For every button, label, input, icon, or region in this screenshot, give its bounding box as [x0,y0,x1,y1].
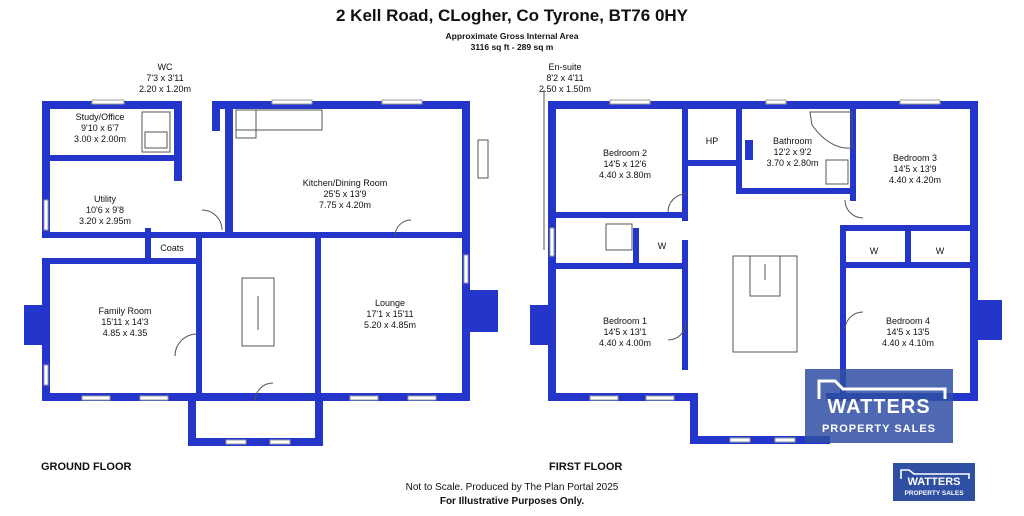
room-bedroom4: Bedroom 4 14'5 x 13'5 4.40 x 4.10m [868,316,948,349]
ground-floor-label: GROUND FLOOR [41,461,132,473]
bedroom1-metric: 4.40 x 4.00m [598,338,652,348]
study-metric: 3.00 x 2.00m [73,134,127,144]
room-study: Study/Office 9'10 x 6'7 3.00 x 2.00m [60,112,140,145]
logo-name-large: WATTERS [827,396,931,418]
bedroom1-imperial: 14'5 x 13'1 [603,327,647,337]
bedroom3-imperial: 14'5 x 13'9 [893,164,937,174]
ensuite-metric: 2.50 x 1.50m [538,84,592,94]
room-utility: Utility 10'6 x 9'8 3.20 x 2.95m [65,194,145,227]
room-kitchen: Kitchen/Dining Room 25'5 x 13'9 7.75 x 4… [280,178,410,211]
room-bedroom3: Bedroom 3 14'5 x 13'9 4.40 x 4.20m [875,153,955,186]
bedroom2-name: Bedroom 2 [602,148,648,158]
ensuite-imperial: 8'2 x 4'11 [546,73,584,83]
utility-metric: 3.20 x 2.95m [78,216,132,226]
study-name: Study/Office [75,112,125,122]
wc-name: WC [157,62,173,72]
page-title: 2 Kell Road, CLogher, Co Tyrone, BT76 0H… [335,6,689,25]
watters-logo-large: WATTERS PROPERTY SALES [805,369,953,443]
bedroom2-imperial: 14'5 x 12'6 [603,159,647,169]
family-name: Family Room [98,306,152,316]
bedroom3-name: Bedroom 3 [892,153,938,163]
first-floor-label: FIRST FLOOR [549,461,623,473]
roof-icon [817,379,947,399]
lounge-name: Lounge [374,298,406,308]
footer-disclaimer: For Illustrative Purposes Only. [439,496,585,507]
kitchen-name: Kitchen/Dining Room [302,178,388,188]
area-label: Approximate Gross Internal Area [445,31,579,41]
logo-name-small: WATTERS [907,476,961,488]
footer-note: Not to Scale. Produced by The Plan Porta… [405,482,619,493]
kitchen-metric: 7.75 x 4.20m [318,200,372,210]
area-value: 3116 sq ft - 289 sq m [470,42,554,52]
room-bedroom2: Bedroom 2 14'5 x 12'6 4.40 x 3.80m [585,148,665,181]
bathroom-metric: 3.70 x 2.80m [766,158,819,168]
utility-name: Utility [94,194,116,204]
wc-metric: 2.20 x 1.20m [138,84,192,94]
first-floor-plan [530,90,1002,444]
logo-tagline-small: PROPERTY SALES [904,490,964,497]
room-family: Family Room 15'11 x 14'3 4.85 x 4.35 [80,306,170,339]
wc-imperial: 7'3 x 3'11 [146,73,184,83]
bedroom4-imperial: 14'5 x 13'5 [886,327,930,337]
bathroom-imperial: 12'2 x 9'2 [773,147,812,157]
room-coats: Coats [160,243,184,253]
ground-floor-plan [24,99,498,446]
bedroom4-name: Bedroom 4 [885,316,931,326]
room-wc: WC 7'3 x 3'11 2.20 x 1.20m [130,62,200,95]
bedroom4-metric: 4.40 x 4.10m [881,338,935,348]
lounge-imperial: 17'1 x 15'11 [366,309,414,319]
ensuite-name: En-suite [548,62,582,72]
family-imperial: 15'11 x 14'3 [101,317,149,327]
room-bedroom1: Bedroom 1 14'5 x 13'1 4.40 x 4.00m [585,316,665,349]
room-ensuite: En-suite 8'2 x 4'11 2.50 x 1.50m [530,62,600,95]
room-w3: W [935,246,945,256]
logo-tagline-large: PROPERTY SALES [821,423,937,435]
room-hp: HP [705,136,719,146]
family-metric: 4.85 x 4.35 [102,328,148,338]
room-w1: W [657,241,667,251]
kitchen-imperial: 25'5 x 13'9 [323,189,367,199]
bedroom3-metric: 4.40 x 4.20m [888,175,942,185]
bedroom2-metric: 4.40 x 3.80m [598,170,652,180]
room-bathroom: Bathroom 12'2 x 9'2 3.70 x 2.80m [755,136,830,169]
watters-logo-small: WATTERS PROPERTY SALES [893,463,975,501]
utility-imperial: 10'6 x 9'8 [86,205,124,215]
bedroom1-name: Bedroom 1 [602,316,648,326]
study-imperial: 9'10 x 6'7 [81,123,119,133]
room-lounge: Lounge 17'1 x 15'11 5.20 x 4.85m [345,298,435,331]
roof-icon-small [900,469,970,479]
room-w2: W [869,246,879,256]
lounge-metric: 5.20 x 4.85m [363,320,417,330]
bathroom-name: Bathroom [772,136,813,146]
